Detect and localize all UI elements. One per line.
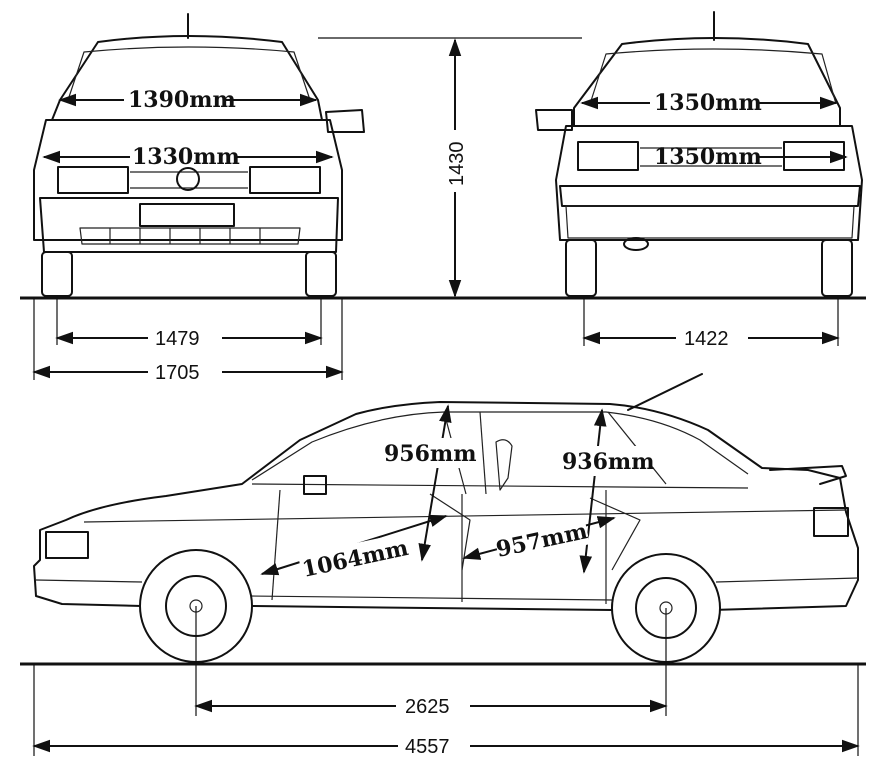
height-dimension: 1430 [318,37,582,298]
front-view: 1390mm 1330mm [33,13,365,297]
rear-lower-width-label: 1350mm [654,144,762,170]
front-track-dimensions: 1479 1705 [32,298,344,384]
rear-legroom-label: 957mm [494,518,590,563]
rear-headroom-label: 936mm [562,449,654,475]
vw-badge-icon [176,167,200,191]
overall-length-dimension: 4557 [32,664,860,758]
height-label: 1430 [446,142,468,187]
wheelbase-label: 2625 [405,696,450,718]
front-lower-width-label: 1330mm [132,144,240,170]
overall-length-label: 4557 [405,736,450,758]
rear-track-dimension: 1422 [582,298,840,350]
rear-view: 1350mm 1350mm [535,11,863,297]
rear-upper-width-label: 1350mm [654,90,762,116]
front-track-label: 1479 [155,328,200,350]
license-plate-front [139,203,235,227]
overall-width-label: 1705 [155,362,200,384]
front-legroom-label: 1064mm [300,535,411,583]
exhaust-pipe [623,237,649,251]
wheelbase-dimension: 2625 [194,606,668,718]
front-headroom-label: 956mm [384,441,476,467]
front-upper-width-label: 1390mm [128,87,236,113]
rear-track-label: 1422 [684,328,729,350]
side-view: 956mm 936mm 1064mm 957mm [33,373,859,663]
